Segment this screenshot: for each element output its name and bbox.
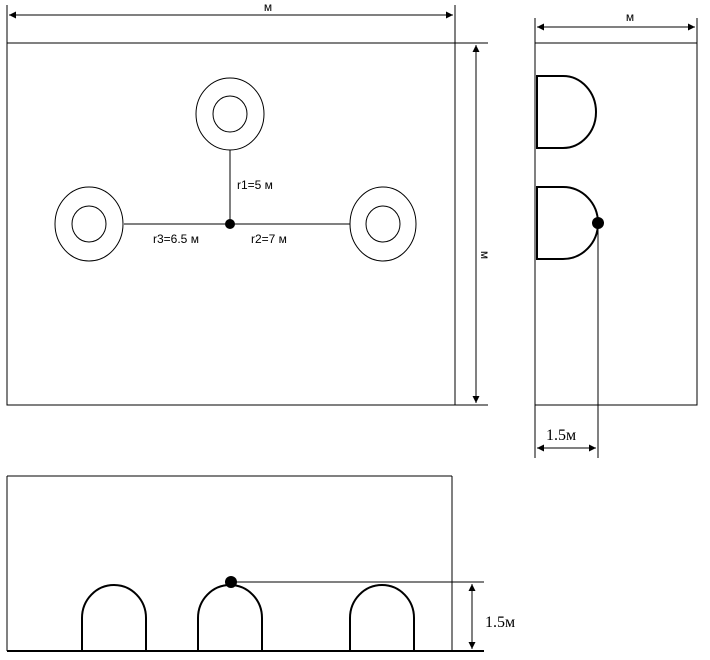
side-width-label: м — [626, 10, 634, 24]
lamp-top-view-1 — [195, 77, 265, 151]
front-height-label: 1.5м — [485, 614, 515, 631]
r3-label: r3=6.5 м — [153, 232, 199, 246]
plan-view: м м r1=5 м r2=7 м r3=6.5 м — [6, 0, 492, 406]
side-room-outline — [534, 42, 698, 406]
lamp-side-profile-1 — [536, 75, 597, 149]
r1-label: r1=5 м — [237, 178, 273, 192]
lamp-front-profile-1 — [81, 584, 147, 651]
lamp-front-profile-2 — [197, 584, 263, 651]
side-offset-label: 1.5м — [546, 427, 576, 444]
lamp-top-view-2 — [349, 186, 417, 262]
plan-height-label: м — [478, 251, 492, 259]
side-view: м 1.5м — [534, 10, 698, 458]
plan-width-label: м — [264, 0, 272, 14]
lamp-inner-ring — [71, 205, 107, 243]
r2-label: r2=7 м — [251, 232, 287, 246]
lamp-outer-ring — [195, 77, 265, 151]
lamp-side-profile-2 — [536, 186, 599, 260]
lamp-front-profile-3 — [349, 584, 415, 651]
lamp-outer-ring — [349, 186, 417, 262]
lamp-inner-ring — [212, 95, 248, 133]
lamp-top-view-3 — [54, 186, 124, 262]
plan-room-outline — [6, 42, 456, 406]
front-view: 1.5м — [6, 475, 515, 652]
lamp-inner-ring — [365, 205, 401, 243]
lamp-outer-ring — [54, 186, 124, 262]
calculation-point-plan — [225, 219, 235, 229]
